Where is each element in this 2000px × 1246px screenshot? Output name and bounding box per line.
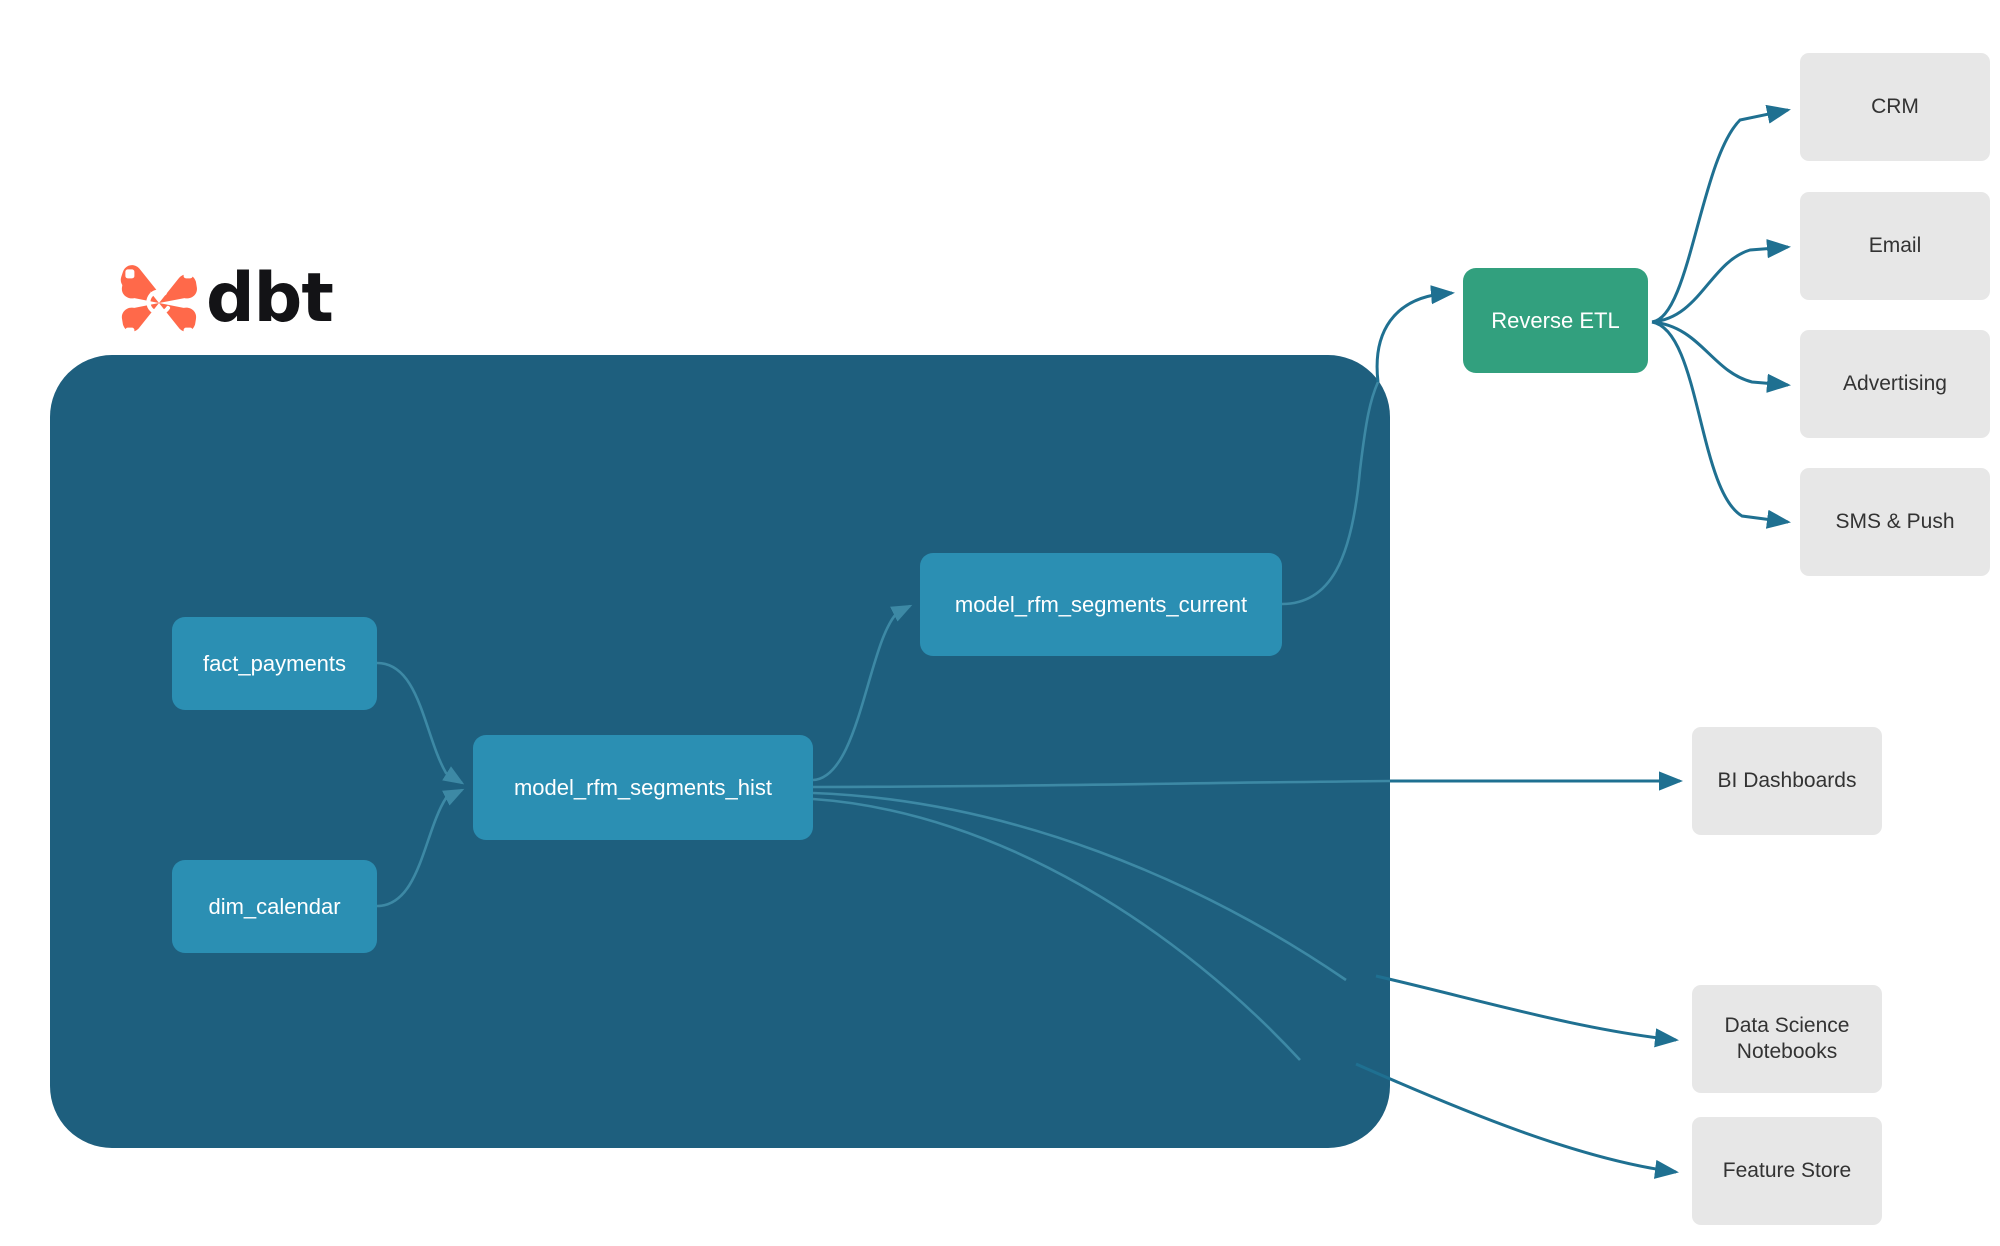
- destination-label: Feature Store: [1722, 1158, 1852, 1182]
- destination-box-data-science-notebooks[interactable]: Data Science Notebooks: [1692, 985, 1882, 1093]
- edge-warehouse-to-feature-store: [1355, 1062, 1679, 1179]
- destination-box-sms-push[interactable]: SMS & Push: [1800, 468, 1990, 576]
- edge-reverse-etl-to-advertising: [1651, 320, 1791, 393]
- destination-box-crm[interactable]: CRM: [1800, 53, 1990, 161]
- destination-label: BI Dashboards: [1717, 768, 1857, 792]
- destination-box-advertising[interactable]: Advertising: [1800, 330, 1990, 438]
- destination-label: CRM: [1871, 94, 1919, 118]
- node-label: fact_payments: [202, 650, 347, 676]
- edge-reverse-etl-to-sms-push: [1651, 320, 1791, 529]
- edge-reverse-etl-to-crm: [1651, 104, 1791, 324]
- destination-label-line2: Notebooks: [1736, 1040, 1838, 1063]
- edge-reverse-etl-to-email: [1651, 239, 1791, 324]
- edge-warehouse-to-reverse-etl: [1375, 285, 1455, 383]
- dbt-logo: dbt: [118, 258, 338, 348]
- edge-warehouse-to-data-science-notebooks: [1375, 974, 1679, 1048]
- model-node-dim-calendar[interactable]: dim_calendar: [172, 860, 377, 953]
- destination-label: Data Science Notebooks: [1725, 1013, 1850, 1066]
- model-node-fact-payments[interactable]: fact_payments: [172, 617, 377, 710]
- node-label: dim_calendar: [208, 893, 341, 919]
- dbt-x-mark-icon: [120, 265, 197, 337]
- destination-label: Email: [1868, 233, 1922, 257]
- destination-label: SMS & Push: [1835, 509, 1955, 533]
- dbt-wordmark: dbt: [206, 259, 334, 338]
- node-label: model_rfm_segments_current: [954, 591, 1248, 617]
- model-node-rfm-segments-hist[interactable]: model_rfm_segments_hist: [473, 735, 813, 840]
- destination-box-feature-store[interactable]: Feature Store: [1692, 1117, 1882, 1225]
- node-label: model_rfm_segments_hist: [513, 774, 772, 800]
- destination-box-email[interactable]: Email: [1800, 192, 1990, 300]
- model-node-rfm-segments-current[interactable]: model_rfm_segments_current: [920, 553, 1282, 656]
- destination-label-line1: Data Science: [1724, 1013, 1850, 1037]
- destination-box-bi-dashboards[interactable]: BI Dashboards: [1692, 727, 1882, 835]
- destination-label: Advertising: [1843, 371, 1947, 395]
- reverse-etl-label: Reverse ETL: [1491, 307, 1620, 333]
- reverse-etl-node[interactable]: Reverse ETL: [1463, 268, 1648, 373]
